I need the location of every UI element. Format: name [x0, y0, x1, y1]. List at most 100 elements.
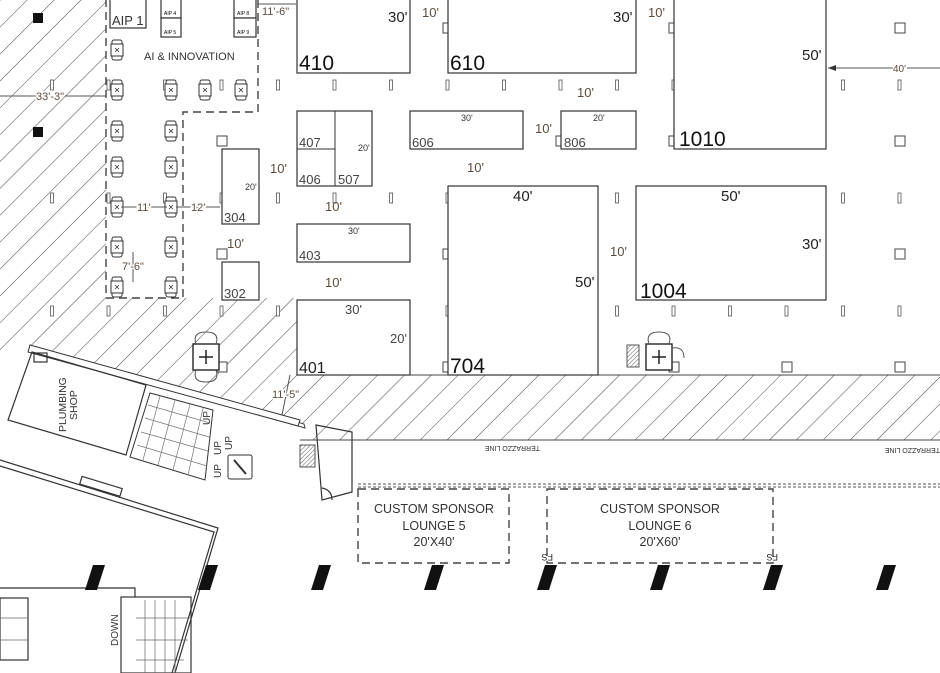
column-tick-marker: [615, 192, 619, 204]
dimension-11-6: 11'-6": [262, 6, 289, 18]
table-x-icon: [168, 244, 174, 250]
dimension-33-3: 33'-3": [36, 91, 64, 103]
column-tick-marker: [445, 79, 450, 91]
floor-box-marker: [894, 361, 906, 373]
pillars: [85, 565, 896, 590]
floor-box-marker: [894, 22, 906, 34]
aisle-width: 10': [467, 160, 484, 175]
column-tick-marker: [897, 192, 902, 204]
column-tick-marker: [332, 79, 337, 91]
dimension-7-6: 7'-6": [122, 261, 144, 273]
booth-number: 302: [224, 286, 246, 301]
aisle-width: 10': [648, 5, 665, 20]
structural-column: [626, 331, 685, 371]
floor-box-marker: [216, 135, 228, 147]
hatched-area: [0, 0, 940, 488]
column-tick-marker: [841, 79, 845, 91]
booth-width: 20': [593, 113, 605, 123]
column-tick-marker: [728, 305, 732, 317]
booth-704[interactable]: 704 40' 50': [447, 185, 599, 378]
booth-aip-5[interactable]: [160, 17, 182, 38]
column-tick-marker: [784, 305, 789, 317]
column-tick-marker: [671, 305, 676, 317]
booth-aip-9[interactable]: [233, 17, 257, 38]
booth-403[interactable]: 403 30': [296, 223, 411, 263]
terrazzo-line-label: TERRAZZO LINE: [884, 446, 940, 453]
escalator-up-label: UP: [213, 464, 224, 478]
booth-width: 50': [721, 188, 741, 205]
dimension-12: 12': [191, 202, 205, 214]
column-tick-marker: [841, 305, 845, 317]
column-tick-marker: [389, 192, 393, 204]
column-tick-marker: [50, 192, 54, 204]
lounge-size: 20'X60': [640, 535, 681, 549]
booth-aip-1[interactable]: [109, 0, 147, 29]
booth-number: 806: [564, 135, 586, 150]
booth-width: 30': [345, 302, 362, 317]
aisle-width: 10': [610, 244, 627, 259]
room-label-shop: SHOP: [68, 390, 80, 420]
ai-innovation-zone: AIP 1 AIP 4 AIP 5 AIP 8 AIP 9 AI & INNOV…: [0, 0, 296, 299]
column-tick-marker: [897, 305, 902, 317]
booth-label: AIP 1: [112, 13, 144, 28]
pillar-icon: [537, 565, 557, 590]
service-room: [299, 424, 353, 501]
booth-number: 1004: [640, 280, 687, 303]
booth-depth: 50': [575, 274, 595, 291]
booth-number: 704: [450, 355, 485, 378]
escalator-up-label: UP: [213, 441, 224, 455]
booth-304[interactable]: 304 20': [221, 148, 260, 225]
booth-number: 401: [299, 360, 326, 377]
table-x-icon: [168, 204, 174, 210]
column-tick-marker: [615, 79, 619, 91]
booth-401[interactable]: 401 30' 20': [296, 299, 411, 377]
booth-width: 30': [461, 113, 473, 123]
aisle-width: 10': [325, 199, 342, 214]
pillar-icon: [763, 565, 783, 590]
booth-1004[interactable]: 1004 50' 30': [635, 185, 827, 303]
booth-410[interactable]: 410 30': [296, 0, 411, 75]
dimension-11: 11': [137, 202, 151, 214]
booth-width: 30': [388, 9, 408, 26]
room-label-plumbing: PLUMBING: [57, 377, 69, 432]
zone-title: AI & INNOVATION: [144, 51, 235, 63]
pillar-icon: [876, 565, 896, 590]
aisle-width: 10': [535, 121, 552, 136]
table-x-icon: [114, 47, 120, 53]
booth-806[interactable]: 806 20': [560, 110, 637, 150]
booth-606[interactable]: 606 30': [409, 110, 524, 150]
table-x-icon: [114, 244, 120, 250]
table-x-icon: [168, 284, 174, 290]
column-tick-marker: [897, 79, 902, 91]
column-tick-marker: [332, 192, 337, 204]
table-x-icon: [114, 87, 120, 93]
booth-number: 606: [412, 135, 434, 150]
escalator-up-label: UP: [202, 411, 213, 425]
aisle-width: 10': [577, 85, 594, 100]
booth-610[interactable]: 610 30': [447, 0, 637, 75]
column-tick-marker: [106, 305, 111, 317]
booth-label: AIP 8: [237, 11, 249, 17]
pillar-icon: [311, 565, 331, 590]
booth-depth: 50': [802, 47, 822, 64]
lounge-name: CUSTOM SPONSOR: [600, 502, 720, 516]
column-tick-marker: [276, 192, 280, 204]
booth-number: 1010: [679, 128, 726, 151]
lounge-5[interactable]: CUSTOM SPONSOR LOUNGE 5 20'X40': [357, 488, 510, 564]
lounge-number: LOUNGE 5: [402, 519, 465, 533]
booth-302[interactable]: 302: [221, 261, 260, 301]
pillar-icon: [424, 565, 444, 590]
aisle-width: 10': [325, 275, 342, 290]
plumbing-shop-building: PLUMBING SHOP UP UP UP UP DOWN: [0, 344, 301, 673]
lounge-6[interactable]: CUSTOM SPONSOR LOUNGE 6 20'X60': [546, 488, 774, 564]
booth-1010[interactable]: 1010 50': [673, 0, 827, 151]
aisle-labels: 10' 10' 10' 10' 10' 10' 10' 10' 10' 10': [227, 5, 665, 290]
booth-label: AIP 4: [164, 11, 176, 17]
booth-407-406-507[interactable]: 407 406 507 20': [296, 110, 373, 187]
booth-number: 410: [299, 52, 334, 75]
column-tick-marker: [50, 79, 54, 91]
aisle-width: 10': [227, 236, 244, 251]
column-tick-marker: [106, 192, 111, 204]
booth-depth: 20': [390, 331, 407, 346]
